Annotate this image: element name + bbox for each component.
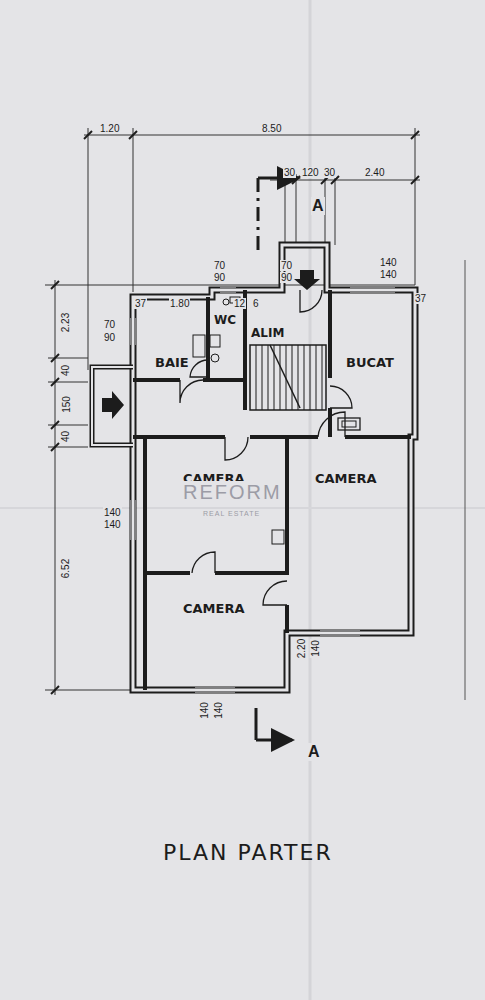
dimension: 140 (379, 257, 398, 268)
dimension: 90 (280, 272, 293, 283)
dimension: 150 (61, 395, 72, 414)
dimension: 12 (233, 298, 246, 309)
dimension: 140 (103, 519, 122, 530)
room-area: CAMERA (180, 599, 248, 618)
room-name: WC (214, 313, 236, 328)
dimension: 30 (283, 167, 296, 178)
dimension: 40 (60, 430, 71, 443)
dimension: 6.52 (60, 558, 71, 579)
dimension: 70 (103, 319, 116, 330)
dimension: 140 (103, 507, 122, 518)
watermark: REFORM (182, 481, 283, 503)
dimension: 30 (323, 167, 336, 178)
dimension: 90 (213, 272, 226, 283)
dimension: 37 (134, 298, 147, 309)
room-name: BUCAT (346, 355, 394, 370)
dimension: 140 (199, 701, 210, 720)
room-area: BUCAT (343, 353, 397, 372)
dimension: 40 (60, 364, 71, 377)
dimension: 140 (310, 639, 321, 658)
dimension: 6 (252, 298, 260, 309)
dimension: 90 (103, 332, 116, 343)
section-mark: A (311, 197, 325, 215)
dimension: 140 (379, 269, 398, 280)
room-name: ALIM (251, 326, 284, 341)
room-area: ALIM (248, 324, 287, 343)
room-name: CAMERA (183, 601, 245, 616)
room-area: CAMERA (312, 469, 380, 488)
watermark: REAL ESTATE (202, 509, 261, 518)
dimension: 8.50 (261, 123, 282, 134)
section-mark: A (307, 743, 321, 761)
room-area: BAIE (152, 353, 192, 372)
dimension: 1.20 (99, 123, 120, 134)
room-area: WC (211, 311, 239, 330)
dimension: 70 (213, 260, 226, 271)
dimension: 1.80 (169, 298, 190, 309)
dimension: 2.23 (60, 312, 71, 333)
dimension: 140 (213, 701, 224, 720)
room-name: BAIE (155, 355, 189, 370)
dimension: 70 (280, 260, 293, 271)
dimension: 120 (301, 167, 320, 178)
dimension: 37 (414, 293, 427, 304)
plan-caption: PLAN PARTER (163, 840, 333, 865)
room-name: CAMERA (315, 471, 377, 486)
dimension: 2.40 (364, 167, 385, 178)
dimension: 2.20 (296, 638, 307, 659)
